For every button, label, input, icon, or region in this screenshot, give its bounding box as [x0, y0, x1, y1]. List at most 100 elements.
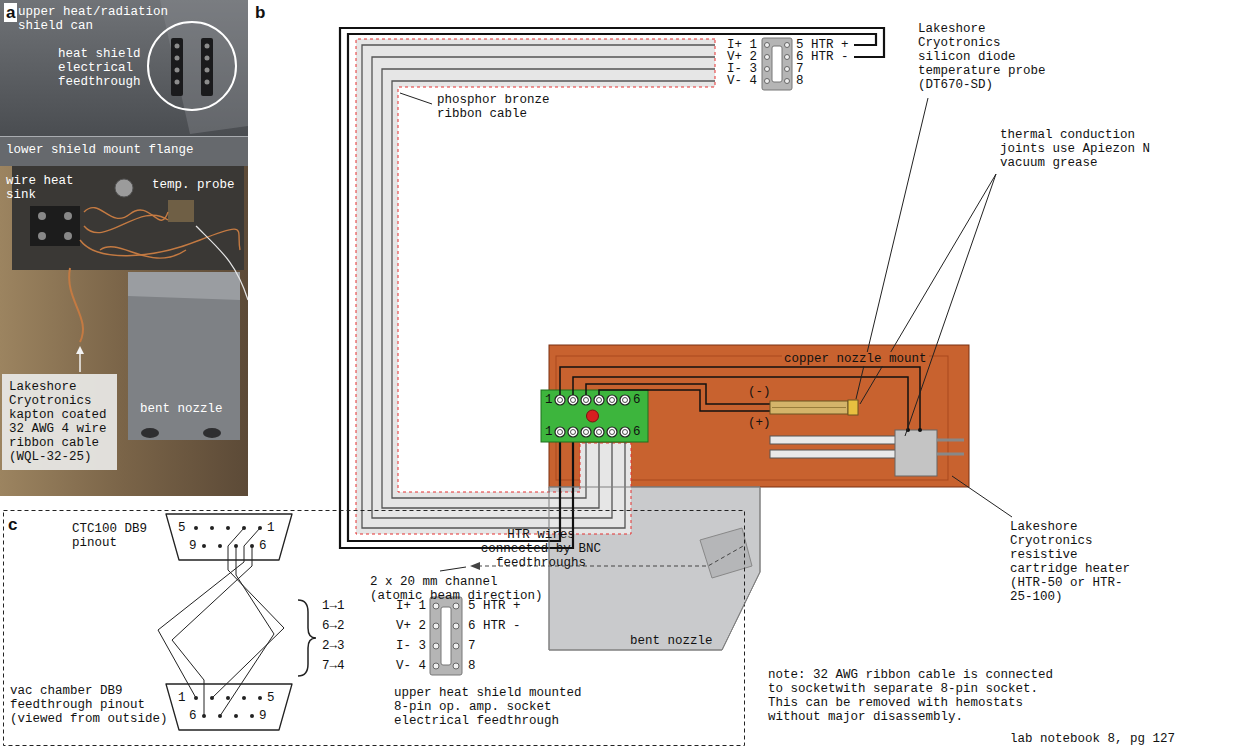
db9-pin: [226, 696, 230, 700]
db9-pin: [202, 544, 206, 548]
ribbon-wire: [372, 57, 715, 518]
pin-number: 6: [259, 539, 267, 553]
pin-label: 5 HTR +: [468, 599, 521, 613]
terminal-block: [597, 430, 602, 435]
label-anchor: I- 3: [396, 639, 426, 653]
part-label: Lakeshore Cryotronics resistive cartridg…: [1010, 520, 1140, 604]
pin-number: 1: [178, 691, 186, 705]
panel-letter: b: [253, 3, 267, 22]
pointer-arrow: [76, 346, 84, 354]
feedthrough-connector: [175, 68, 180, 73]
polarity-label: (+): [748, 416, 771, 430]
label-anchor: upper heat/radiation shield can: [18, 5, 176, 33]
label-anchor: thermal conduction joints use Apiezon N …: [1000, 128, 1158, 170]
terminal-block: [623, 398, 628, 403]
op-amp-socket: [785, 79, 790, 84]
terminal-block: [607, 427, 617, 437]
mount-wire: [599, 390, 770, 411]
db9-shell: [166, 514, 292, 560]
label-anchor: 6: [259, 539, 267, 553]
leader-line: [400, 93, 432, 104]
part-label: heat shield electrical feedthrough: [58, 47, 148, 89]
label-anchor: Lakeshore Cryotronics silicon diode temp…: [918, 22, 1048, 92]
label-anchor: 9: [259, 709, 267, 723]
note-text: HTR wires connected by BNC feedthroughs: [476, 528, 606, 570]
copper-wires: [80, 208, 240, 259]
terminal-block: [607, 395, 617, 405]
label-anchor: 1→1: [322, 599, 345, 613]
terminal-block: [610, 430, 615, 435]
pin-mapping: 2→3: [322, 639, 345, 653]
op-amp-socket: [433, 643, 439, 649]
label-anchor: heat shield electrical feedthrough: [58, 47, 148, 89]
terminal-block: [541, 390, 648, 442]
pointer-arrow: [79, 353, 81, 372]
pin-label: 6 HTR -: [468, 619, 521, 633]
op-amp-socket: [785, 43, 790, 48]
terminal-block: [571, 398, 576, 403]
terminal-number: 1: [545, 393, 553, 407]
panel-frame: [4, 511, 745, 746]
panel-letter: c: [6, 515, 19, 534]
pin-label: 8: [796, 74, 804, 88]
pin-label: V- 4: [727, 74, 757, 88]
cartridge-heater: [770, 428, 964, 476]
pin-mapping: 6→2: [322, 619, 345, 633]
label-anchor: 7→4: [322, 659, 345, 673]
terminal-block: [571, 430, 576, 435]
leader-line: [440, 567, 466, 571]
op-amp-socket: [433, 663, 439, 669]
pin-mapping: 7→4: [322, 659, 345, 673]
pin-label: 5 HTR +: [796, 38, 849, 52]
diode-probe: [770, 400, 858, 415]
copper-wires: [84, 215, 168, 233]
label-anchor: I+ 1: [727, 38, 757, 52]
part-label: CTC100 DB9 pinout: [72, 522, 155, 550]
pin-wire: [220, 546, 274, 716]
terminal-block: [558, 398, 563, 403]
part-label: lower shield mount flange: [6, 143, 201, 157]
label-anchor: 8: [468, 659, 476, 673]
panel-letter: a: [4, 3, 17, 22]
pin-number: 5: [267, 691, 275, 705]
terminal-block: [541, 390, 648, 442]
pinout-panel: [4, 511, 745, 746]
wire-heat-sink: [64, 232, 72, 240]
pin-number: 5: [178, 521, 186, 535]
terminal-block: [568, 427, 578, 437]
pin-label: 7: [796, 62, 804, 76]
op-amp-socket: [433, 603, 459, 669]
wire-heat-sink: [30, 206, 80, 246]
db9-pin: [242, 696, 246, 700]
pin-label: 8: [468, 659, 476, 673]
pin-mapping: 1→1: [322, 599, 345, 613]
part-label: temp. probe: [152, 178, 242, 192]
terminal-block: [587, 410, 599, 422]
op-amp-socket: [453, 643, 459, 649]
cartridge-heater: [895, 430, 937, 476]
label-anchor: 6: [189, 709, 197, 723]
db9-pin: [210, 526, 214, 530]
photograph: [0, 0, 248, 496]
label-anchor: 6 HTR -: [468, 619, 521, 633]
terminal-block: [594, 427, 604, 437]
polarity-label: (-): [748, 385, 771, 399]
label-anchor: 6 HTR -: [796, 50, 849, 64]
label-anchor: bent nozzle: [140, 402, 230, 416]
copper-wires: [84, 208, 168, 221]
part-label: upper heat shield mounted 8-pin op. amp.…: [394, 686, 589, 728]
ribbon-wire: [382, 69, 715, 508]
feedthrough-connector: [201, 38, 213, 96]
photograph: [128, 272, 240, 300]
op-amp-socket: [762, 38, 792, 90]
photograph: [0, 0, 248, 496]
wire-heat-sink: [64, 212, 72, 220]
note-text: note: 32 AWG ribbon cable is connected t…: [768, 668, 1070, 724]
feedthrough-connector: [175, 44, 180, 49]
op-amp-socket: [785, 67, 790, 72]
pin-number: 1: [267, 521, 275, 535]
label-anchor: 5 HTR +: [796, 38, 849, 52]
flange: [0, 136, 248, 166]
pin-wire: [172, 546, 252, 716]
